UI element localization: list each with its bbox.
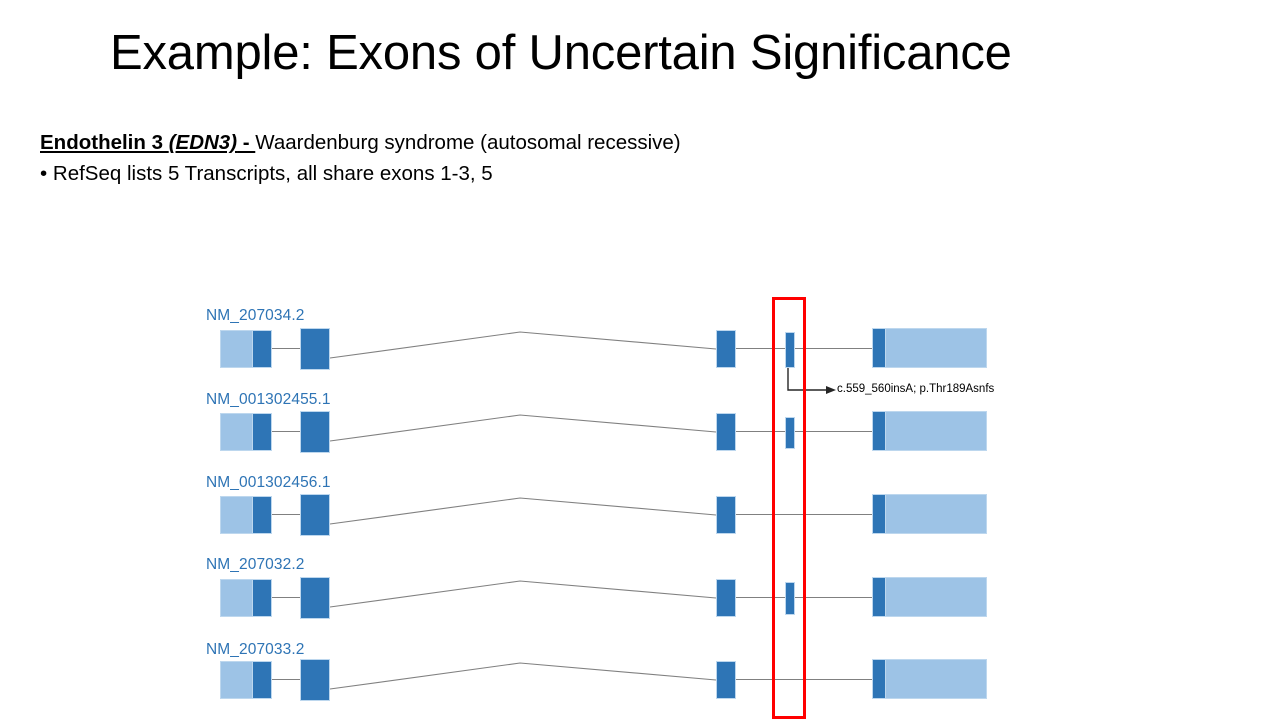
variant-annotation-label: c.559_560insA; p.Thr189Asnfs [837,383,995,395]
exon-1 [220,579,253,617]
intron-segment [272,597,300,598]
transcript-label: NM_207034.2 [206,307,305,324]
exon-1 [220,413,253,451]
exon-2 [252,496,272,534]
intron-segment [272,431,300,432]
exon-4 [716,496,736,534]
gene-name: Endothelin 3 [40,131,169,154]
exon-5-utr [885,328,987,368]
exon-2 [252,661,272,699]
transcript-label: NM_001302455.1 [206,391,331,408]
alt-exon [785,332,795,368]
alt-exon [785,417,795,449]
bullet-text: RefSeq lists 5 Transcripts, all share ex… [47,162,493,185]
exon-3 [300,659,330,701]
exon-2 [252,413,272,451]
exon-5-coding [872,411,886,451]
gene-dash: - [237,131,256,154]
exon-5-utr [885,659,987,699]
exon-4 [716,661,736,699]
exon-5-coding [872,494,886,534]
exon-4 [716,579,736,617]
gene-condition: Waardenburg syndrome (autosomal recessiv… [255,131,681,154]
gene-symbol: (EDN3) [168,131,238,154]
transcript-label: NM_001302456.1 [206,474,331,491]
gene-description-line: Endothelin 3 (EDN3) - Waardenburg syndro… [40,127,1000,158]
exon-1 [220,496,253,534]
exon-1 [220,330,253,368]
alt-exon [785,582,795,615]
exon-3 [300,328,330,370]
exon-5-coding [872,577,886,617]
intron-segment [272,679,300,680]
exon-2 [252,579,272,617]
exon-1 [220,661,253,699]
exon-5-utr [885,494,987,534]
exon-5-coding [872,659,886,699]
bullet-icon: • [40,162,48,185]
exon-4 [716,413,736,451]
exon-4 [716,330,736,368]
exon-5-utr [885,577,987,617]
slide-body: Endothelin 3 (EDN3) - Waardenburg syndro… [40,127,1000,189]
intron-segment [272,348,300,349]
highlight-box [772,297,806,719]
intron-segment [272,514,300,515]
bullet-line: • RefSeq lists 5 Transcripts, all share … [40,158,1000,189]
exon-3 [300,577,330,619]
page-title: Example: Exons of Uncertain Significance [110,26,1012,80]
exon-2 [252,330,272,368]
transcript-label: NM_207033.2 [206,641,305,658]
exon-3 [300,411,330,453]
exon-5-coding [872,328,886,368]
exon-3 [300,494,330,536]
annotation-arrow-icon [826,386,836,394]
exon-5-utr [885,411,987,451]
transcript-label: NM_207032.2 [206,556,305,573]
